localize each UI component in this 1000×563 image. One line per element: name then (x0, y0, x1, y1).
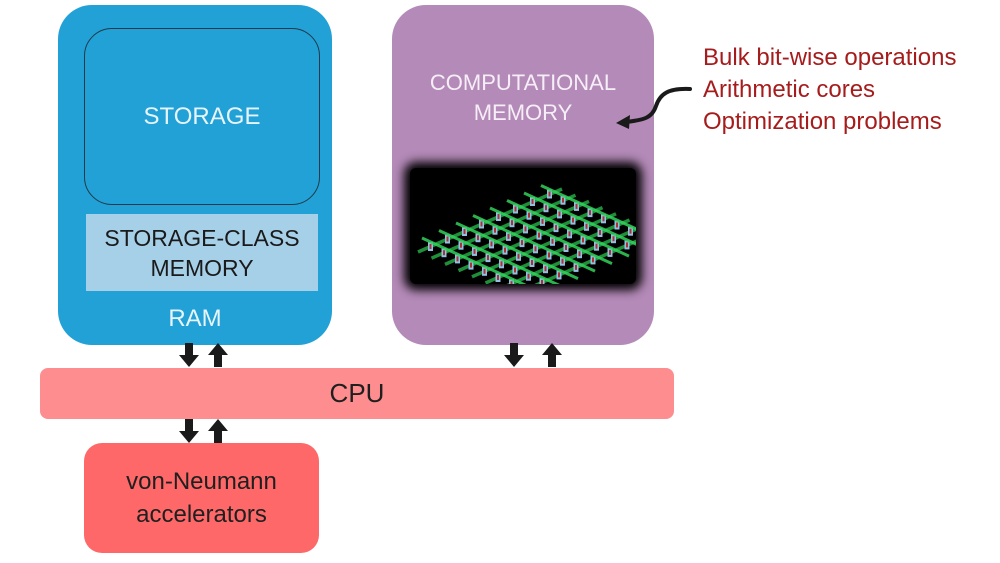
crossbar-cell-core (585, 223, 588, 229)
crossbar-top-line (472, 214, 596, 273)
crossbar-cell-core (545, 205, 547, 211)
crossbar-cell-core (558, 211, 561, 217)
crossbar-cell-core (521, 240, 523, 246)
crossbar-cell-core (592, 257, 594, 263)
crossbar-cell-core (510, 281, 513, 284)
crossbar-cell-core (565, 245, 567, 250)
crossbar-cell-core (528, 212, 530, 218)
applications-list: Bulk bit-wise operations Arithmetic core… (703, 42, 956, 138)
crossbar-cell-core (582, 237, 584, 243)
storage-block: STORAGE (84, 28, 320, 205)
crossbar-cell-core (616, 222, 618, 228)
scm-label-line1: STORAGE-CLASS (104, 224, 300, 251)
crossbar-cell-core (534, 246, 537, 252)
crossbar-cell-core (443, 250, 445, 256)
crossbar-cell-core (572, 217, 574, 223)
arrow-down-icon (179, 419, 199, 443)
scm-label-line2: MEMORY (150, 254, 254, 281)
application-item: Arithmetic cores (703, 76, 876, 103)
crossbar-array-graphic (417, 184, 636, 284)
crossbar-cell-core (460, 242, 462, 248)
crossbar-cell-core (612, 236, 615, 242)
computational-memory-label: COMPUTATIONAL MEMORY (392, 68, 654, 128)
crossbar-cell-core (507, 233, 510, 239)
storage-label: STORAGE (143, 102, 261, 130)
crossbar-array-image (410, 168, 636, 284)
crossbar-cell-core (483, 268, 486, 274)
cm-label-line1: COMPUTATIONAL (429, 70, 617, 95)
crossbar-cell-core (595, 243, 598, 249)
crossbar-cell-core (500, 261, 503, 267)
crossbar-cell-core (490, 241, 493, 247)
crossbar-top-line (438, 229, 561, 284)
crossbar-cell-core (480, 221, 483, 227)
crossbar-cell-core (504, 247, 506, 253)
arrow-up-icon (208, 419, 228, 443)
crossbar-cell-core (541, 279, 543, 284)
crossbar-cell-core (531, 199, 534, 204)
von-neumann-accelerators-block: von-Neumann accelerators (84, 443, 319, 553)
crossbar-top-line (523, 191, 636, 246)
crossbar-cell-core (511, 220, 513, 226)
application-item: Bulk bit-wise operations (703, 44, 957, 71)
crossbar-cell-core (544, 266, 547, 272)
crossbar-cell-core (548, 191, 551, 197)
crossbar-cell-core (531, 260, 533, 265)
crossbar-cell-core (514, 267, 516, 273)
accelerators-label-line2: accelerators (136, 501, 267, 528)
crossbar-cell-core (473, 248, 476, 254)
crossbar-cell-core (477, 235, 479, 241)
crossbar-cell-core (514, 206, 517, 212)
application-item: Optimization problems (703, 108, 942, 135)
crossbar-cell-core (562, 197, 564, 203)
crossbar-cell-core (527, 273, 530, 279)
crossbar-cell-core (456, 256, 459, 262)
crossbar-top-line (506, 199, 630, 258)
arrow-down-icon (504, 343, 524, 367)
crossbar-cell-core (463, 229, 466, 234)
storage-class-memory-block: STORAGE-CLASS MEMORY (86, 214, 318, 291)
crossbar-cell-core (578, 251, 581, 257)
crossbar-cell-core (555, 225, 557, 231)
accelerators-label-line1: von-Neumann (126, 468, 277, 495)
callout-arrow-icon (616, 86, 692, 129)
crossbar-cell-core (626, 242, 628, 248)
crossbar-cell-core (538, 232, 540, 238)
crossbar-cell-core (517, 253, 520, 259)
crossbar-cell-core (497, 214, 500, 219)
crossbar-cell-core (470, 262, 472, 268)
crossbar-cell-core (561, 258, 564, 264)
cm-label-line2: MEMORY (473, 100, 573, 125)
crossbar-cell-core (599, 230, 601, 235)
crossbar-cell-core (446, 236, 449, 242)
crossbar-cell-core (568, 231, 571, 237)
arrow-up-icon (208, 343, 228, 367)
arrow-down-icon (179, 343, 199, 367)
crossbar-cell-core (487, 255, 489, 261)
crossbar-cell-core (575, 203, 578, 209)
crossbar-cell-core (575, 264, 577, 270)
crossbar-top-line (540, 184, 636, 231)
crossbar-cell-core (494, 227, 496, 233)
crossbar-cell-core (629, 228, 632, 234)
crossbar-cell-core (429, 244, 432, 249)
ram-label: RAM (168, 305, 222, 332)
arrow-up-icon (542, 343, 562, 367)
crossbar-cell-core (548, 252, 550, 258)
crossbar-cell-core (589, 210, 591, 216)
crossbar-cell-core (524, 226, 527, 232)
crossbar-cell-core (609, 249, 611, 255)
crossbar-cell-core (558, 272, 560, 278)
crossbar-cell-core (551, 238, 554, 244)
crossbar-cell-core (497, 275, 499, 280)
crossbar-cell-core (541, 218, 544, 224)
crossbar-top-line (489, 206, 613, 265)
crossbar-cell-core (602, 216, 605, 222)
crossbar-top-line (455, 221, 579, 280)
cpu-block: CPU (40, 368, 674, 419)
cpu-label: CPU (329, 378, 385, 408)
crossbar-top-line (421, 236, 527, 284)
